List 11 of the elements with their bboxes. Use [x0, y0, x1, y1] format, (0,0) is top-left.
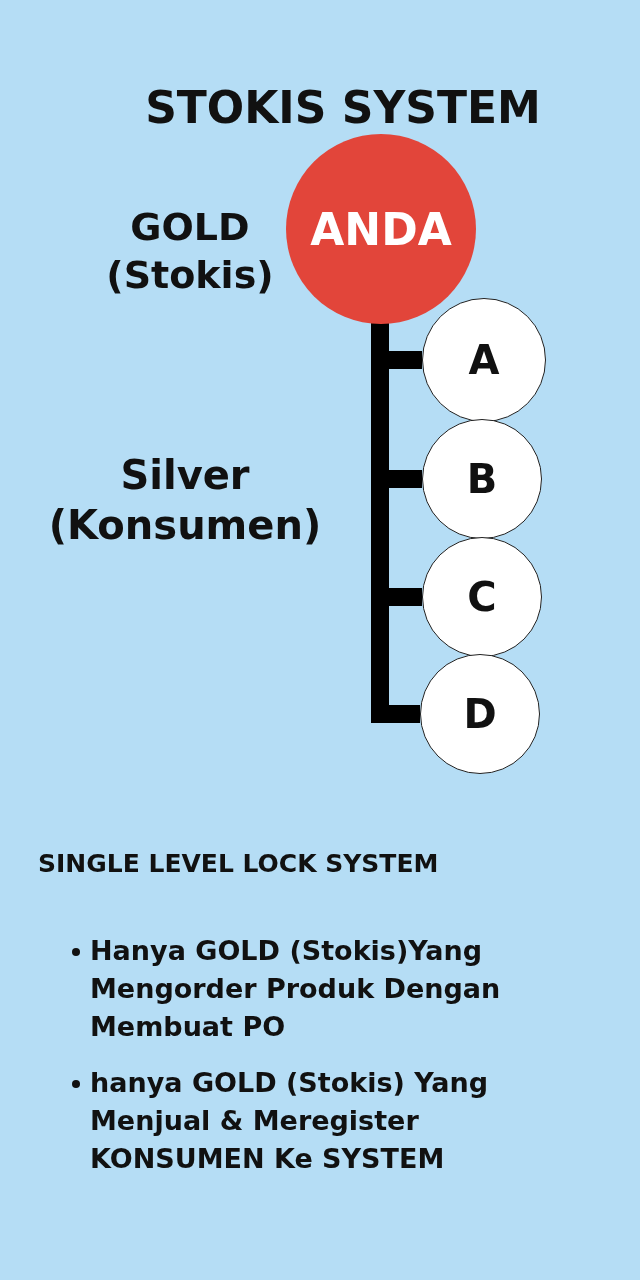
title: STOKIS SYSTEM	[144, 81, 542, 135]
section-heading: SINGLE LEVEL LOCK SYSTEM	[38, 848, 440, 880]
bullet-text: hanya GOLD (Stokis) Yang Menjual & Meregister KONSUMEN Ke SYSTEM	[90, 1066, 490, 1176]
level-label: Silver (Konsumen)	[47, 451, 323, 550]
node-label: C	[467, 574, 497, 620]
node-label: ANDA	[310, 203, 452, 255]
bullet-text: Hanya GOLD (Stokis)Yang Mengorder Produk Dengan Membuat PO	[90, 934, 502, 1044]
level-label: GOLD (Stokis)	[105, 204, 275, 299]
node-label: B	[466, 456, 498, 502]
node-label: A	[468, 337, 500, 383]
node-label: D	[463, 691, 497, 737]
